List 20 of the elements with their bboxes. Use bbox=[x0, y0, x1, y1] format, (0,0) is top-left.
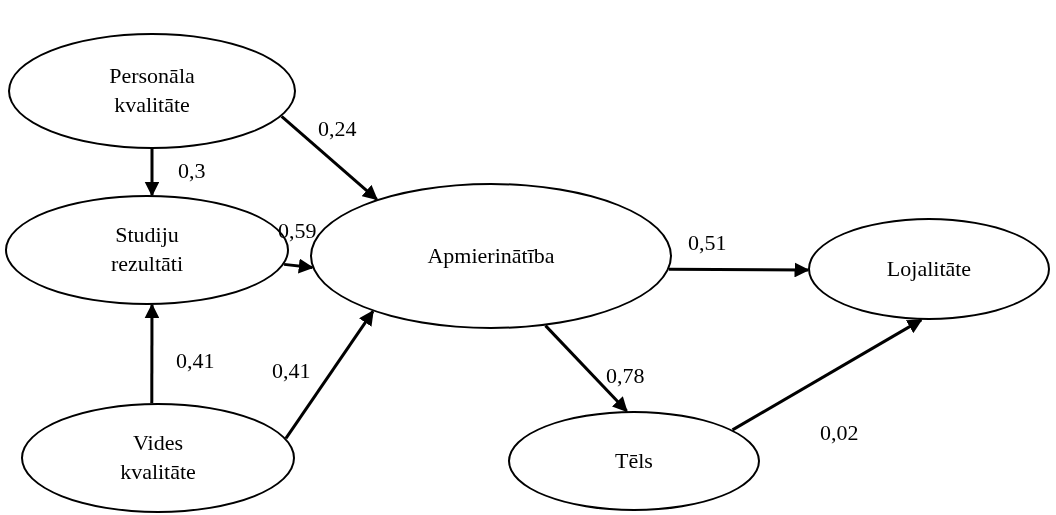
node-label: Lojalitāte bbox=[886, 254, 972, 283]
node-label: Personāla kvalitāte bbox=[108, 62, 196, 119]
edge-label: 0,51 bbox=[688, 232, 727, 254]
node-label: Apmierinātība bbox=[427, 241, 555, 270]
edge-label: 0,41 bbox=[176, 350, 215, 372]
edge-label: 0,3 bbox=[178, 160, 206, 182]
node-label: Vides kvalitāte bbox=[119, 429, 197, 486]
edge-label: 0,24 bbox=[318, 118, 357, 140]
node-label: Studiju rezultāti bbox=[109, 221, 185, 278]
edge-label: 0,02 bbox=[820, 422, 859, 444]
arrow bbox=[280, 115, 378, 201]
edge-label: 0,41 bbox=[272, 360, 311, 382]
edge-label: 0,78 bbox=[606, 365, 645, 387]
node-label: Tēls bbox=[615, 446, 653, 475]
arrow bbox=[144, 149, 160, 197]
arrow bbox=[144, 303, 160, 404]
arrow bbox=[731, 318, 923, 432]
edge-label: 0,59 bbox=[278, 220, 317, 242]
arrow bbox=[669, 262, 810, 278]
arrow bbox=[284, 310, 375, 440]
